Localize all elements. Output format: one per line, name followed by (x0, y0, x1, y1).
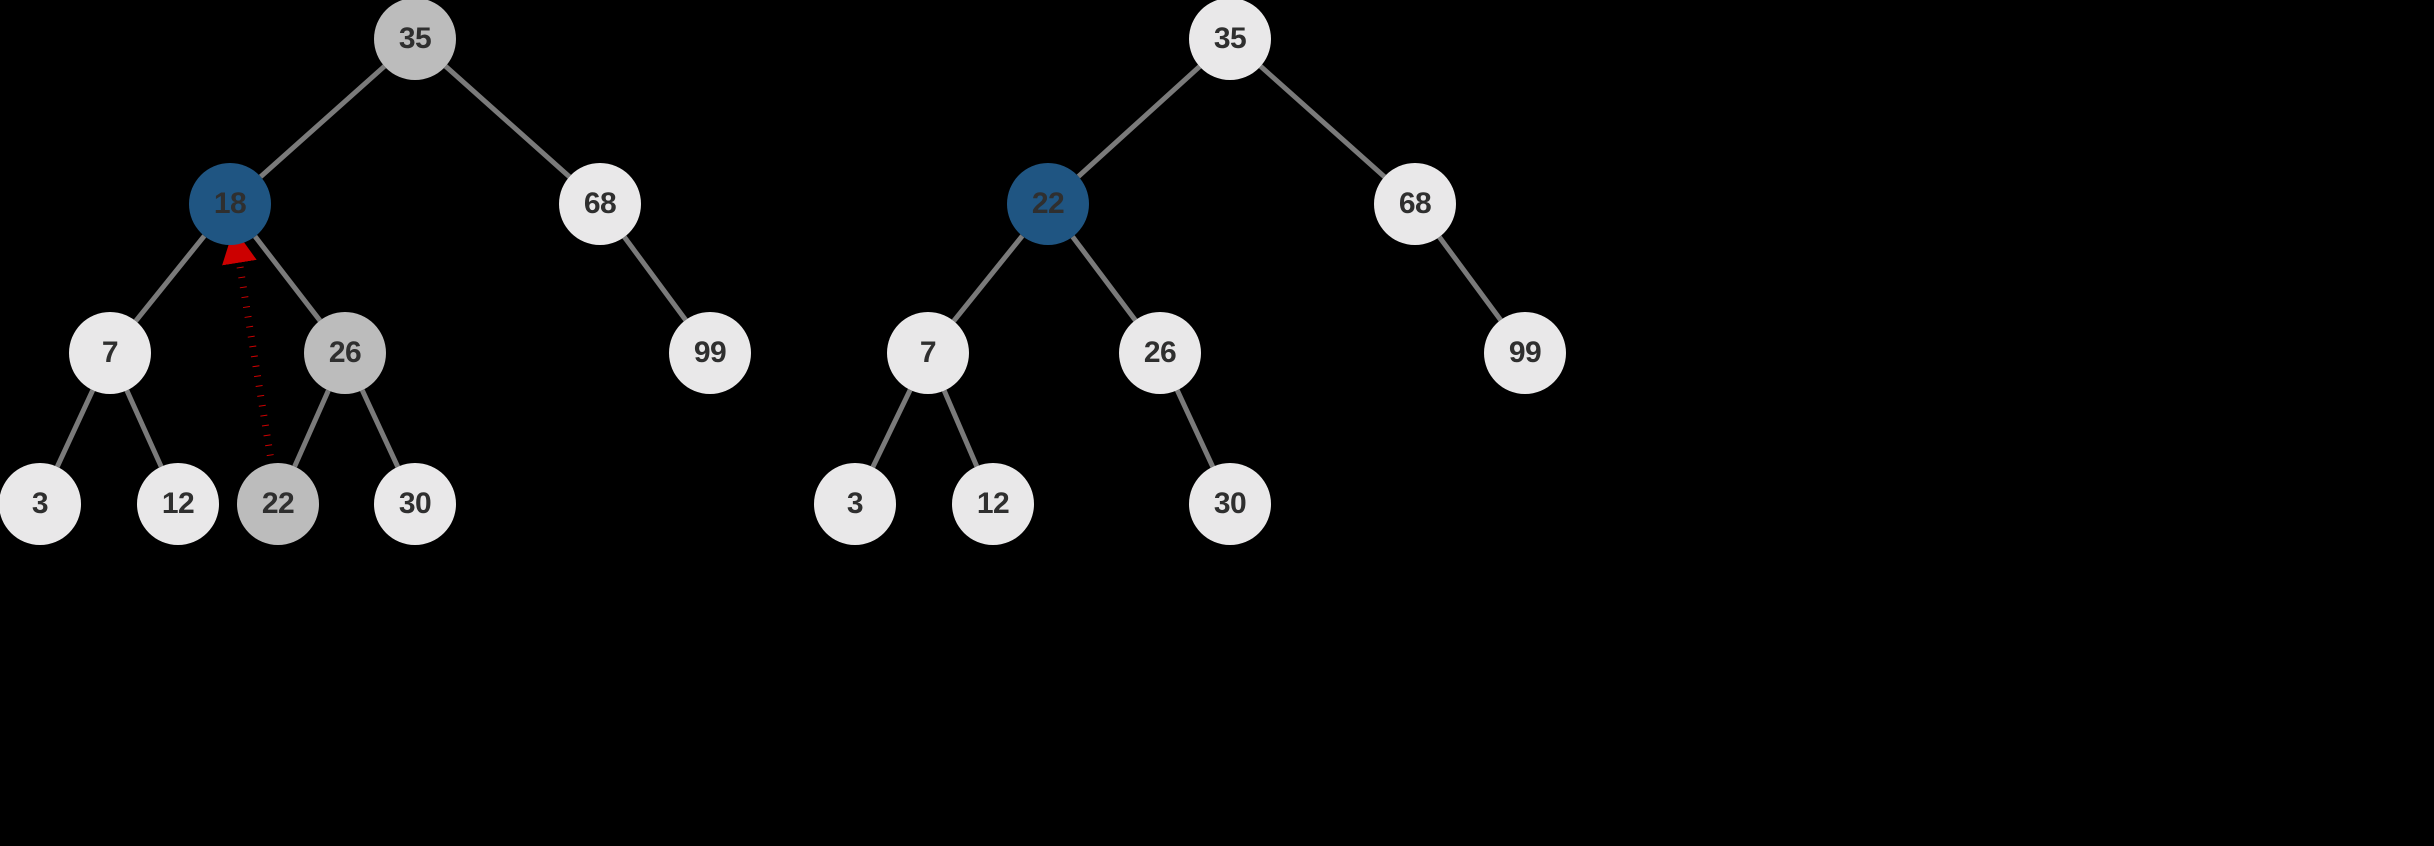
tree-node-label: 26 (328, 336, 362, 369)
tree-node-3[interactable]: 3 (814, 463, 896, 545)
tree-node-30[interactable]: 30 (374, 463, 456, 545)
tree-node-label: 35 (1213, 22, 1247, 55)
tree-node-label: 68 (583, 187, 617, 220)
tree-node-12[interactable]: 12 (137, 463, 219, 545)
tree-node-label: 35 (398, 22, 432, 55)
tree-node-12[interactable]: 12 (952, 463, 1034, 545)
tree-node-68[interactable]: 68 (1374, 163, 1456, 245)
tree-node-label: 7 (919, 336, 937, 369)
tree-node-3[interactable]: 3 (0, 463, 81, 545)
tree-node-18[interactable]: 18 (189, 163, 271, 245)
tree-node-label: 22 (261, 487, 295, 520)
tree-node-22[interactable]: 22 (1007, 163, 1089, 245)
tree-node-label: 18 (213, 187, 247, 220)
tree-node-label: 30 (398, 487, 432, 520)
tree-node-26[interactable]: 26 (1119, 312, 1201, 394)
tree-node-label: 7 (101, 336, 119, 369)
tree-node-30[interactable]: 30 (1189, 463, 1271, 545)
tree-node-label: 68 (1398, 187, 1432, 220)
tree-node-label: 26 (1143, 336, 1177, 369)
tree-node-label: 12 (161, 487, 195, 520)
tree-node-7[interactable]: 7 (887, 312, 969, 394)
tree-node-label: 3 (846, 487, 864, 520)
tree-node-label: 3 (31, 487, 49, 520)
tree-node-68[interactable]: 68 (559, 163, 641, 245)
tree-node-label: 99 (693, 336, 727, 369)
tree-node-35[interactable]: 35 (1189, 0, 1271, 80)
tree-node-99[interactable]: 99 (669, 312, 751, 394)
tree-node-99[interactable]: 99 (1484, 312, 1566, 394)
tree-node-22[interactable]: 22 (237, 463, 319, 545)
tree-node-26[interactable]: 26 (304, 312, 386, 394)
tree-node-7[interactable]: 7 (69, 312, 151, 394)
tree-node-label: 12 (976, 487, 1010, 520)
tree-node-label: 30 (1213, 487, 1247, 520)
tree-node-label: 99 (1508, 336, 1542, 369)
tree-node-35[interactable]: 35 (374, 0, 456, 80)
tree-node-label: 22 (1031, 187, 1065, 220)
